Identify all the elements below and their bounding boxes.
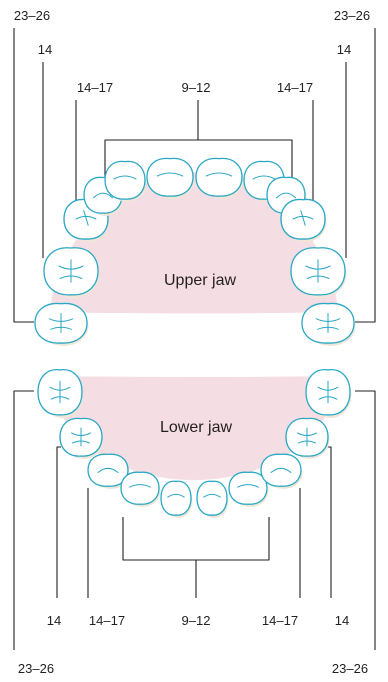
lower-right-premolar-2-leader — [327, 447, 331, 598]
tooth-crown — [196, 158, 242, 196]
upper-right-molar-age-label: 23–26 — [334, 8, 370, 23]
upper-incisors-age-label: 9–12 — [182, 80, 211, 95]
tooth-crown — [105, 161, 145, 199]
lower-right-molar-age-label: 23–26 — [332, 661, 368, 676]
lower-right-premolar-2-age-label: 14 — [335, 613, 349, 628]
lower-molar-tooth — [306, 370, 352, 418]
upper-left-premolar-2-age-label: 14 — [38, 42, 52, 57]
tooth-crown — [261, 454, 301, 486]
upper-left-molar-age-label: 23–26 — [14, 8, 50, 23]
lower-molar-tooth — [286, 418, 330, 459]
tooth-crown — [197, 481, 227, 515]
lower-left-premolar-2-age-label: 14 — [47, 613, 61, 628]
upper-left-premolar-1-age-label: 14–17 — [77, 80, 113, 95]
lower-incisors-bracket — [123, 517, 269, 560]
lower-incisor-tooth — [121, 472, 161, 507]
upper-molar-tooth — [302, 303, 356, 346]
upper-right-premolar-1-age-label: 14–17 — [277, 80, 313, 95]
lower-molar-tooth — [38, 370, 84, 418]
tooth-crown — [161, 481, 191, 515]
upper-molar-tooth — [44, 248, 100, 298]
lower-left-premolar-1-age-label: 14–17 — [89, 613, 125, 628]
upper-molar-tooth — [35, 303, 89, 346]
tooth-crown — [229, 472, 267, 504]
tooth-crown — [121, 472, 159, 504]
lower-incisors-age-label: 9–12 — [182, 613, 211, 628]
lower-jaw-label: Lower jaw — [160, 419, 232, 436]
lower-incisor-tooth — [197, 481, 229, 518]
lower-left-molar-age-label: 23–26 — [18, 661, 54, 676]
lower-right-premolar-1-age-label: 14–17 — [262, 613, 298, 628]
upper-molar-tooth — [291, 248, 347, 298]
lower-left-molar-leader — [14, 391, 34, 650]
lower-molar-tooth — [60, 418, 104, 459]
lower-left-premolar-2-leader — [57, 447, 61, 598]
upper-right-molar-leader — [355, 28, 375, 322]
upper-right-premolar-2-age-label: 14 — [337, 42, 351, 57]
upper-left-molar-leader — [14, 28, 34, 322]
tooth-crown — [147, 158, 193, 196]
lower-right-molar-leader — [355, 391, 375, 650]
upper-jaw-label: Upper jaw — [164, 272, 236, 289]
lower-incisor-tooth — [161, 481, 193, 518]
